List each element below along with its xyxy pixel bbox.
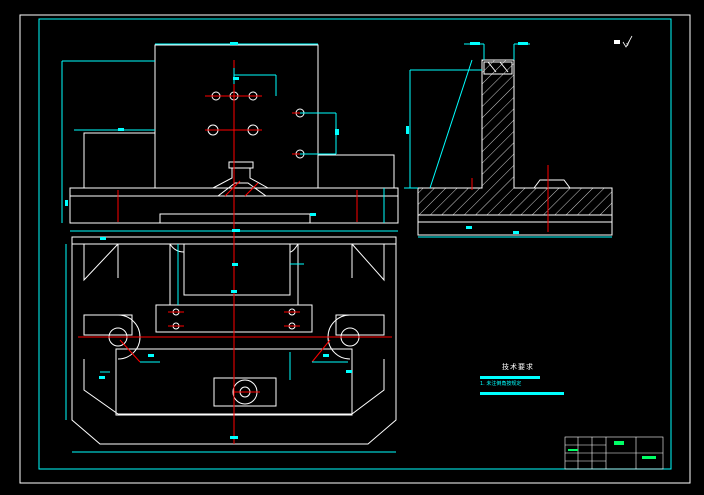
roughness-symbol: √ [626,41,630,48]
technical-requirements-bars [480,376,564,395]
top-view-dim-labels [99,237,352,439]
top-view-dimensions [65,244,396,453]
side-section-centerlines [471,165,549,232]
roughness-mark [614,35,633,48]
side-section-dim-labels [406,42,528,234]
top-view-centerlines [78,232,392,444]
technical-requirements-item: 1. 未注倒角按规定 [480,381,522,387]
drawing-frame [19,14,691,484]
technical-requirements-title: 技术要求 [502,363,534,371]
front-view-dim-labels [65,42,339,232]
side-section-view [417,59,613,236]
top-view [71,236,397,445]
title-block [564,436,664,470]
title-block-stamp [568,441,656,459]
front-view-centerlines [117,60,358,230]
front-view-dimensions [61,43,398,232]
